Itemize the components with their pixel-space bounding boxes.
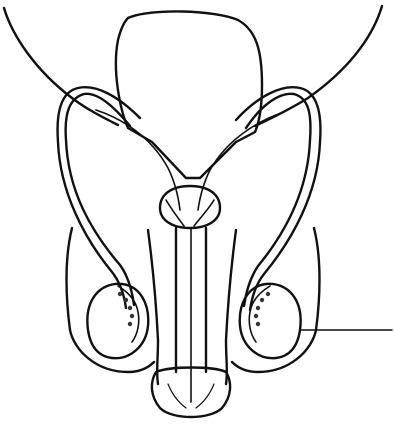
glans-detail-right [196,384,214,408]
corpus-outer-left [148,230,158,384]
right-duct-to-center [198,112,284,210]
glans-detail-left [168,384,186,408]
bladder-outline [116,11,262,178]
scrotum-left [67,228,155,372]
left-vas-loop-inner [58,87,140,308]
corpus-outer-right [226,230,236,384]
right-vas-loop-inner [236,87,320,310]
left-vas-loop [66,94,134,305]
prostate-gland [160,186,220,228]
